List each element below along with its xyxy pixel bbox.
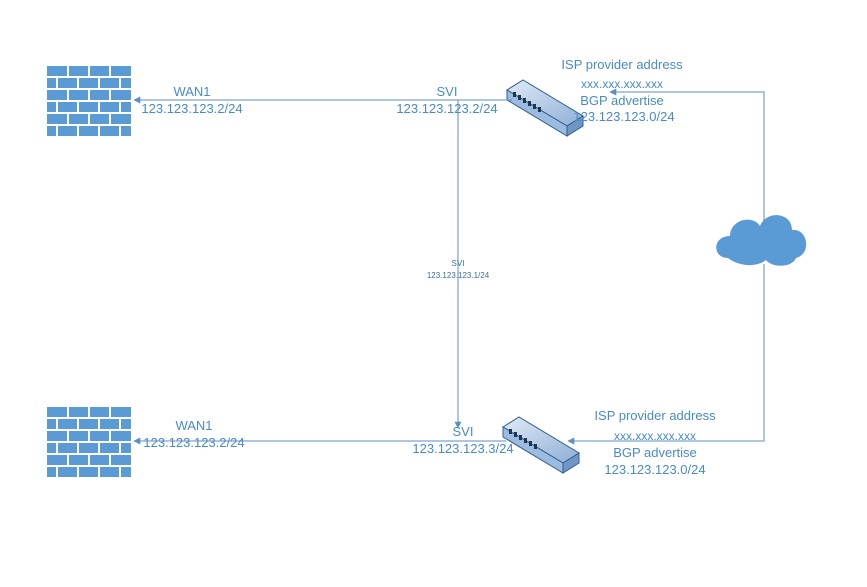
bottom-svi-label: SVI <box>452 424 474 439</box>
top-isp-address: xxx.xxx.xxx.xxx <box>580 77 664 91</box>
top-isp-label: ISP provider address <box>561 57 683 72</box>
bottom-isp-label: ISP provider address <box>594 408 716 423</box>
bottom-wan-ip: 123.123.123.2/24 <box>143 435 245 450</box>
top-wan-label: WAN1 <box>173 84 211 99</box>
bottom-bgp-prefix: 123.123.123.0/24 <box>604 462 706 477</box>
middle-svi-label: SVI <box>451 259 465 268</box>
switch-bottom-icon <box>502 416 580 474</box>
bottom-wan-label: WAN1 <box>175 418 213 433</box>
bottom-isp-address: xxx.xxx.xxx.xxx <box>613 429 697 443</box>
switch-top-icon <box>506 79 584 137</box>
top-svi-label: SVI <box>436 84 458 99</box>
top-svi-ip: 123.123.123.2/24 <box>396 101 498 116</box>
bottom-bgp-label: BGP advertise <box>613 445 697 460</box>
firewall-bottom-icon <box>47 407 131 477</box>
bottom-svi-ip: 123.123.123.3/24 <box>412 441 514 456</box>
top-wan-ip: 123.123.123.2/24 <box>141 101 243 116</box>
top-bgp-label: BGP advertise <box>580 93 664 108</box>
cloud-icon <box>716 215 807 266</box>
firewall-top-icon <box>47 66 131 136</box>
link-cloud-to-top-switch <box>609 88 765 226</box>
link-cloud-to-bottom-switch <box>567 264 765 445</box>
top-bgp-prefix: 123.123.123.0/24 <box>573 109 675 124</box>
middle-svi-ip: 123.123.123.1/24 <box>426 271 490 280</box>
